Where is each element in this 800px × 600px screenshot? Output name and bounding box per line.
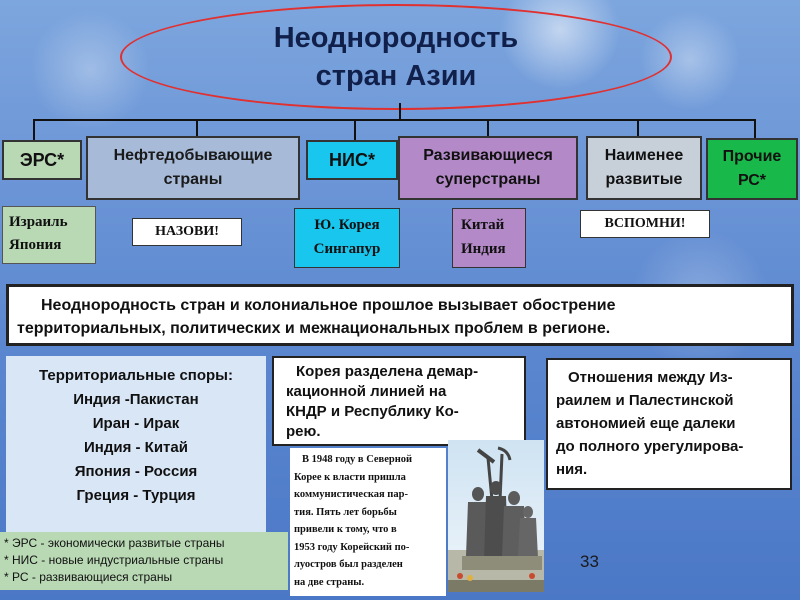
connector-drop-other	[754, 119, 756, 141]
slide-number: 33	[580, 552, 599, 571]
footnote-ers: * ЭРС - экономически развитые страны	[4, 536, 225, 550]
history-line: на две страны.	[294, 576, 365, 588]
connector-drop-nis	[354, 119, 356, 141]
example-developing-line-1: Китай	[461, 217, 505, 233]
history-line: луостров был разделен	[294, 559, 403, 570]
korea-line: Корея разделена демар-	[296, 363, 479, 380]
israel-line: раилем и Палестинской	[556, 392, 734, 409]
category-nis-label: НИС*	[329, 149, 375, 170]
statement-panel: Неоднородность стран и колониальное прош…	[6, 284, 794, 346]
example-developing-line-2: Индия	[461, 241, 506, 257]
history-note: В 1948 году в Северной Корее к власти пр…	[290, 448, 446, 596]
example-nis-line-2: Сингапур	[313, 241, 381, 257]
statement-line-1: Неоднородность стран и колониальное прош…	[41, 297, 616, 314]
disputes-item: Иран - Ирак	[92, 415, 180, 432]
category-other: Прочие РС*	[706, 138, 798, 200]
category-other-line-1: Прочие	[722, 148, 782, 165]
israel-line: до полного урегулирова-	[556, 438, 744, 455]
history-line: Корее к власти пришла	[294, 471, 406, 483]
connector-drop-least	[637, 119, 639, 138]
footnotes-panel: * ЭРС - экономически развитые страны * Н…	[0, 532, 288, 590]
category-oil-line-2: страны	[163, 171, 223, 188]
history-line: 1953 году Корейский по-	[294, 541, 410, 553]
category-least-line-1: Наименее	[604, 147, 684, 164]
footnote-nis: * НИС - новые индустриальные страны	[4, 553, 224, 567]
example-least: ВСПОМНИ!	[580, 210, 710, 238]
history-line: В 1948 году в Северной	[302, 454, 413, 465]
israel-line: Отношения между Из-	[568, 369, 733, 386]
category-ers: ЭРС*	[2, 140, 82, 180]
disputes-item: Греция - Турция	[76, 487, 196, 504]
example-oil: НАЗОВИ!	[132, 218, 242, 246]
korea-line: рею.	[286, 423, 321, 440]
category-oil-line-1: Нефтедобывающие	[113, 147, 273, 164]
footnote-rs: * РС - развивающиеся страны	[4, 570, 173, 584]
category-nis: НИС*	[306, 140, 398, 180]
title-line-1: Неоднородность	[273, 22, 519, 54]
disputes-heading: Территориальные споры:	[38, 367, 233, 384]
category-developing-line-2: суперстраны	[435, 171, 541, 188]
slide-title: Неоднородность стран Азии	[120, 4, 672, 110]
korea-panel: Корея разделена демар- кационной линией …	[272, 356, 526, 446]
history-line: коммунистическая пар-	[294, 489, 408, 500]
example-ers-line-1: Израиль	[9, 214, 68, 230]
example-least-label: ВСПОМНИ!	[604, 216, 686, 231]
example-nis-line-1: Ю. Корея	[314, 217, 380, 233]
korea-line: кационной линией на	[286, 383, 447, 400]
connector-bar	[33, 119, 755, 121]
disputes-item: Япония - Россия	[74, 463, 198, 480]
example-oil-label: НАЗОВИ!	[155, 224, 219, 239]
korea-line: КНДР и Республику Ко-	[286, 403, 459, 420]
category-developing-line-1: Развивающиеся	[423, 147, 553, 164]
example-ers: Израиль Япония	[2, 206, 96, 264]
category-developing: Развивающиеся суперстраны	[398, 136, 578, 200]
disputes-item: Индия -Пакистан	[73, 391, 199, 408]
history-line: тия. Пять лет борьбы	[294, 506, 397, 518]
israel-line: автономией еще далеки	[556, 415, 736, 432]
example-developing: Китай Индия	[452, 208, 526, 268]
connector-drop-developing	[487, 119, 489, 138]
israel-line: ния.	[556, 461, 588, 478]
connector-stem	[399, 103, 401, 120]
category-least-line-2: развитые	[605, 171, 683, 188]
category-other-line-2: РС*	[737, 172, 767, 189]
category-ers-label: ЭРС*	[19, 149, 65, 170]
example-nis: Ю. Корея Сингапур	[294, 208, 400, 268]
connector-drop-ers	[33, 119, 35, 141]
statement-line-2: территориальных, политических и межнацио…	[17, 320, 611, 337]
example-ers-line-2: Япония	[9, 237, 62, 253]
connector-drop-oil	[196, 119, 198, 138]
disputes-panel: Территориальные споры: Индия -Пакистан И…	[6, 356, 266, 532]
history-line: привели к тому, что в	[294, 524, 397, 535]
category-least: Наименее развитые	[586, 136, 702, 200]
disputes-item: Индия - Китай	[84, 439, 188, 456]
israel-panel: Отношения между Из- раилем и Палестинско…	[546, 358, 792, 490]
monument-photo	[448, 440, 544, 592]
title-line-2: стран Азии	[315, 60, 477, 92]
category-oil: Нефтедобывающие страны	[86, 136, 300, 200]
